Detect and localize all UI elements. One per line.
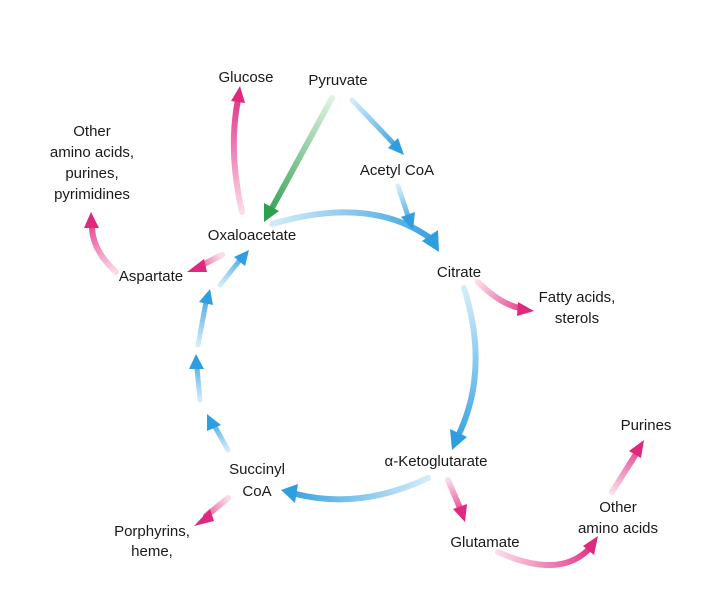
cycle-arrow-oxaloacetate-to-citrate <box>269 209 439 252</box>
arrow-pyruvate-to-oxaloacetate <box>264 95 335 222</box>
label-porphyrins-line-2: heme, <box>131 543 173 560</box>
arrow-pyruvate-to-acetyl-coa <box>349 97 404 155</box>
label-acetyl-coa: Acetyl CoA <box>360 162 434 179</box>
arrow-ketoglutarate-to-glutamate <box>445 477 467 522</box>
label-oxaloacetate: Oxaloacetate <box>208 227 296 244</box>
label-other-amino-acids-right-line-1: Other <box>599 499 637 516</box>
label-fatty-acids-line-2: sterols <box>555 310 599 327</box>
label-pyruvate: Pyruvate <box>308 72 367 89</box>
label-other-amino-acids-line-1: Other <box>73 123 111 140</box>
arrow-aspartate-to-other-amino-acids <box>84 212 119 275</box>
cycle-arrow-ketoglutarate-to-succinyl-coa <box>281 475 431 503</box>
label-succinyl-coa-line-1: Succinyl <box>229 461 285 478</box>
arrow-acetyl-coa-to-citrate <box>395 183 415 230</box>
label-succinyl-coa-line-2: CoA <box>242 483 271 500</box>
label-citrate: Citrate <box>437 264 481 281</box>
label-aspartate: Aspartate <box>119 268 183 285</box>
cycle-arrow-citrate-to-ketoglutarate <box>450 285 479 450</box>
arrow-glutamate-to-other-amino-acids <box>495 536 598 569</box>
cycle-arrow-succinyl-segment-3 <box>195 289 213 348</box>
arrow-oxaloacetate-to-glucose <box>230 86 245 215</box>
label-other-amino-acids-line-4: pyrimidines <box>54 186 130 203</box>
label-glucose: Glucose <box>218 69 273 86</box>
label-purines: Purines <box>621 417 672 434</box>
arrow-succinyl-coa-to-porphyrins <box>194 495 231 526</box>
label-fatty-acids-line-1: Fatty acids, <box>539 289 616 306</box>
cycle-arrow-succinyl-segment-2 <box>189 354 204 403</box>
label-alpha-ketoglutarate: α-Ketoglutarate <box>385 453 488 470</box>
arrow-oxaloacetate-to-aspartate <box>187 252 225 272</box>
cycle-arrow-succinyl-segment-4 <box>217 250 249 288</box>
arrow-other-amino-acids-to-purines <box>609 440 644 495</box>
label-glutamate: Glutamate <box>450 534 519 551</box>
cycle-arrow-succinyl-segment-1 <box>207 414 231 453</box>
label-other-amino-acids-line-2: amino acids, <box>50 144 134 161</box>
label-other-amino-acids-right-line-2: amino acids <box>578 520 658 537</box>
label-other-amino-acids-line-3: purines, <box>65 165 118 182</box>
arrow-citrate-to-fatty-acids <box>475 279 534 316</box>
label-porphyrins-line-1: Porphyrins, <box>114 523 190 540</box>
